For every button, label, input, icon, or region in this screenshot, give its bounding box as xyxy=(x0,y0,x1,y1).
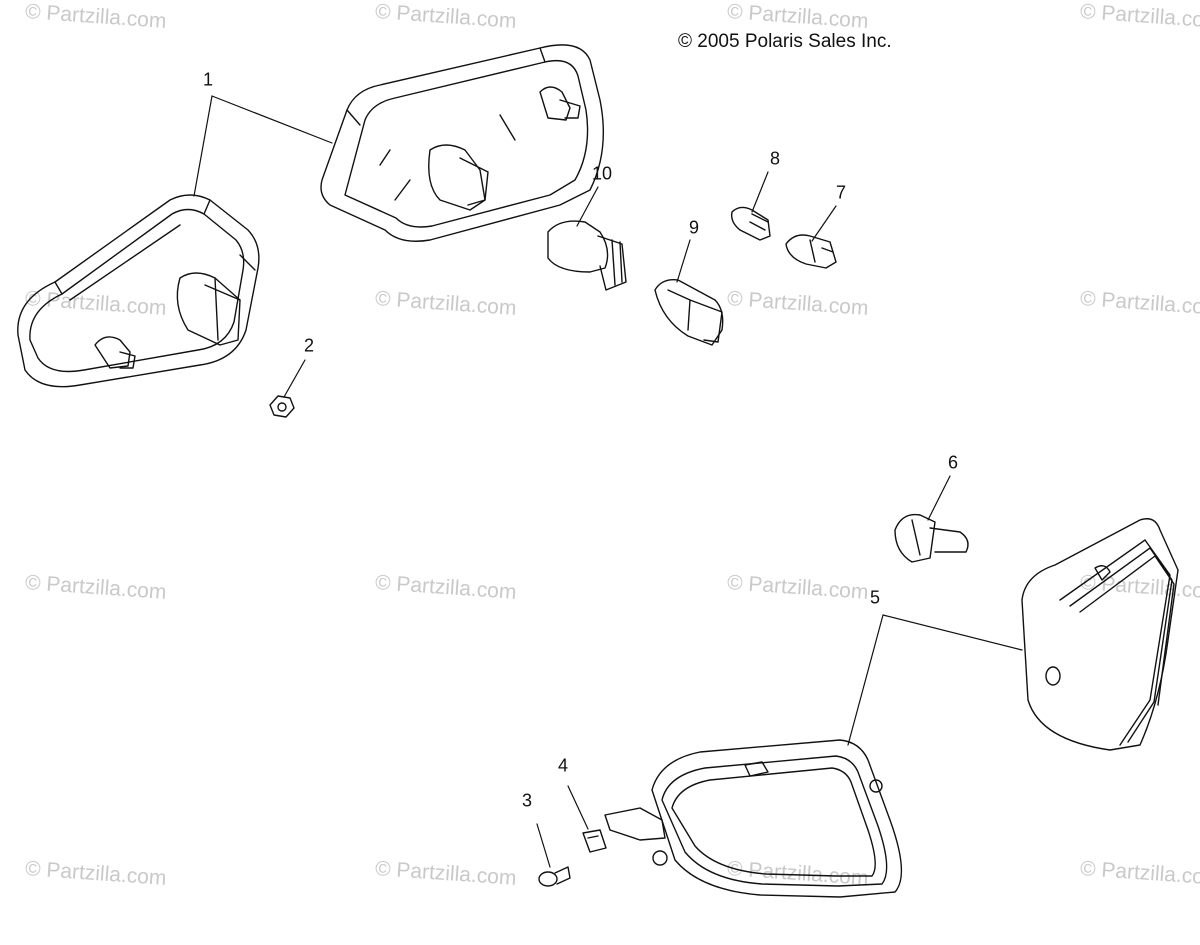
leader-6 xyxy=(927,475,951,521)
leader-3 xyxy=(536,823,551,868)
leader-10 xyxy=(576,186,599,227)
callout-4: 4 xyxy=(557,755,569,776)
leader-4 xyxy=(567,785,589,830)
callout-1: 1 xyxy=(202,69,214,90)
clip-4[interactable] xyxy=(582,829,607,853)
leader-5b xyxy=(847,614,884,746)
bulb-8[interactable] xyxy=(730,206,771,241)
leader-8 xyxy=(751,171,769,213)
callout-7: 7 xyxy=(835,182,847,203)
bulb-10[interactable] xyxy=(547,220,627,291)
callout-5: 5 xyxy=(869,587,881,608)
callout-9: 9 xyxy=(688,217,700,238)
screw-3[interactable] xyxy=(538,866,571,887)
callout-8: 8 xyxy=(769,148,781,169)
headlight-lower[interactable] xyxy=(604,739,903,898)
leader-2 xyxy=(283,359,306,398)
callout-3: 3 xyxy=(521,790,533,811)
leader-1a xyxy=(211,95,333,144)
copyright-notice: © 2005 Polaris Sales Inc. xyxy=(678,31,892,52)
bulb-7[interactable] xyxy=(785,234,837,269)
callout-6: 6 xyxy=(947,452,959,473)
leader-1b xyxy=(193,95,213,197)
nut[interactable] xyxy=(269,395,295,418)
taillight-upper[interactable] xyxy=(320,44,604,242)
leader-5a xyxy=(882,614,1023,651)
callout-10: 10 xyxy=(591,163,613,184)
leader-7 xyxy=(811,205,837,242)
headlight-right[interactable] xyxy=(1021,518,1179,751)
taillight-lower[interactable] xyxy=(17,194,260,388)
bulb-6[interactable] xyxy=(894,513,969,563)
leader-9 xyxy=(676,239,691,283)
socket-9[interactable] xyxy=(654,279,724,346)
callout-2: 2 xyxy=(303,335,315,356)
